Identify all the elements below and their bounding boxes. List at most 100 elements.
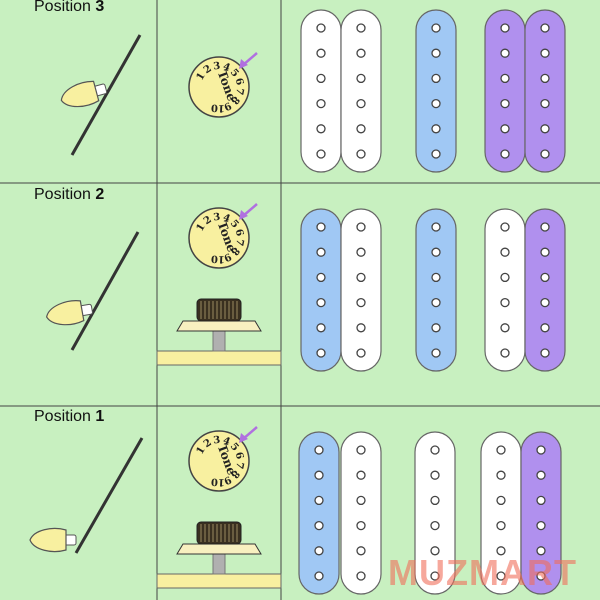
pot-base-plate: [156, 573, 282, 589]
position-1-label: Position 1: [34, 408, 105, 425]
tone-number: 9: [222, 250, 233, 263]
pointer-arrow-head: [239, 210, 248, 220]
coil: [524, 208, 566, 372]
pole-piece: [540, 222, 550, 232]
pole-piece: [314, 546, 324, 556]
pickup-neck: [300, 9, 382, 173]
pole-piece: [431, 48, 441, 58]
pickup-bridge: [484, 208, 566, 372]
pole-piece: [430, 571, 440, 581]
pole-piece: [314, 520, 324, 531]
pole-piece: [316, 222, 326, 232]
coil: [414, 431, 456, 595]
tone-number: 6: [233, 228, 245, 238]
tone-number: 7: [233, 461, 245, 470]
pole-piece: [314, 495, 324, 506]
pole-piece: [430, 445, 440, 455]
tone-number: 3: [213, 212, 221, 224]
coil-body: [484, 9, 526, 173]
pole-piece: [496, 546, 506, 556]
selector-lever: [70, 231, 140, 351]
coil-body: [415, 208, 457, 372]
pole-piece: [431, 297, 441, 308]
pole-piece: [540, 297, 550, 308]
tone-knob-face: [188, 56, 250, 118]
knob-skirt: [176, 320, 262, 332]
pickup-bridge: [480, 431, 562, 595]
coil-body: [524, 208, 566, 372]
lever-tip: [29, 527, 67, 553]
coil-body: [340, 208, 382, 372]
pole-piece: [500, 124, 510, 134]
pole-piece: [540, 73, 550, 84]
pole-piece: [356, 348, 366, 358]
coil-body: [524, 9, 566, 173]
pole-piece: [356, 571, 366, 581]
pole-piece: [316, 149, 326, 159]
pole-piece: [356, 222, 366, 232]
pole-piece: [316, 323, 326, 333]
pole-piece: [540, 124, 550, 134]
pole-piece: [496, 445, 506, 455]
tone-number: 4: [221, 435, 231, 448]
selector-lever: [74, 437, 144, 554]
tone-number: 1: [195, 222, 208, 234]
knob-skirt: [176, 543, 262, 555]
lever-tip: [45, 300, 85, 326]
pole-piece: [316, 272, 326, 283]
pole-piece: [431, 124, 441, 134]
pole-piece: [496, 571, 506, 581]
pot-shaft: [212, 330, 226, 352]
tone-number: 9: [222, 99, 233, 112]
pole-piece: [430, 546, 440, 556]
potentiometer-icon: [156, 521, 282, 589]
pole-piece: [316, 348, 326, 358]
pole-piece: [316, 48, 326, 58]
knob-cap: [196, 298, 242, 322]
coil: [524, 9, 566, 173]
tone-number: 10: [211, 476, 226, 488]
pole-piece: [356, 323, 366, 333]
knob-cap: [196, 521, 242, 545]
tone-number: 7: [233, 238, 245, 247]
pole-piece: [356, 297, 366, 308]
pickup-neck: [298, 431, 382, 595]
coil: [340, 208, 382, 372]
coil-body: [298, 431, 340, 595]
pole-piece: [356, 23, 366, 33]
pole-piece: [500, 149, 510, 159]
potentiometer-icon: [156, 298, 282, 366]
pole-piece: [500, 222, 510, 232]
pole-piece: [431, 272, 441, 283]
lever-tip: [60, 80, 100, 108]
pole-piece: [314, 571, 324, 581]
coil-body: [300, 208, 342, 372]
coil-body: [520, 431, 562, 595]
tone-number: 10: [211, 102, 226, 114]
pickup-neck: [300, 208, 382, 372]
tone-number: 3: [213, 435, 221, 447]
pole-piece: [500, 272, 510, 283]
tone-number: 6: [233, 77, 245, 87]
pole-piece: [356, 48, 366, 58]
pole-piece: [314, 470, 324, 480]
pole-piece: [316, 23, 326, 33]
pole-piece: [356, 495, 366, 506]
pole-piece: [540, 23, 550, 33]
pole-piece: [431, 149, 441, 159]
pole-piece: [500, 297, 510, 308]
tone-number: 6: [233, 451, 245, 461]
pole-piece: [356, 73, 366, 84]
pointer-arrow-head: [239, 59, 248, 69]
coil: [480, 431, 522, 595]
lever-tip-icon: [60, 80, 108, 108]
pole-piece: [431, 348, 441, 358]
pot-shaft: [212, 553, 226, 575]
pole-piece: [500, 23, 510, 33]
pole-piece: [431, 222, 441, 232]
pole-piece: [314, 445, 324, 455]
